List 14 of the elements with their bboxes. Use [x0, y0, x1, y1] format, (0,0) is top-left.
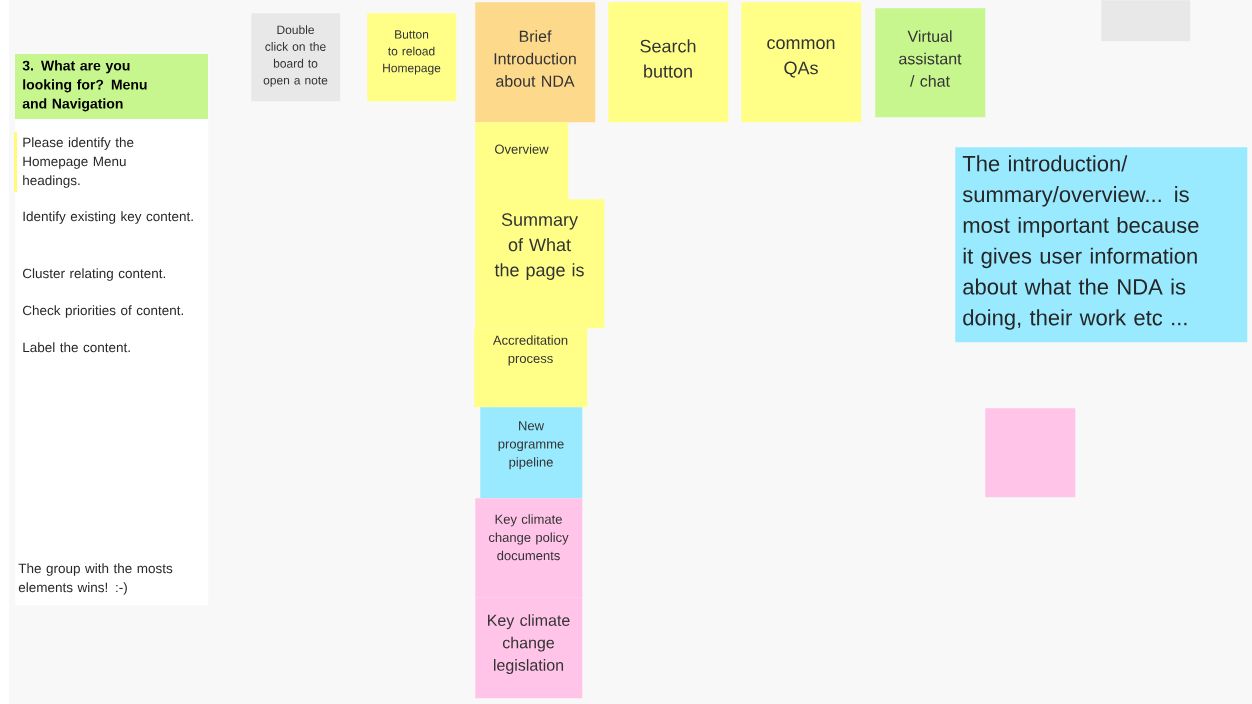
sticky-note: Button to reload Homepage	[367, 13, 457, 102]
instruction-card: 3. What are you looking for? Menu and Navigation Please identify the Homepage Menu headings. Identify existing key content. Cluster relating content. Check priorities of content. Label the content. The group with the mosts elements wins! :-)	[14, 54, 209, 606]
sticky-note: Double click on the board to open a note	[251, 13, 341, 102]
sticky-note: The introduction/ summary/overview... is most important because it gives user information about what the NDA is doing, their work etc ...	[955, 147, 1248, 343]
sticky-note: Key climate change legislation	[475, 597, 583, 699]
sticky-note: New programme pipeline	[480, 407, 583, 499]
sticky-note: Key climate change policy documents	[475, 498, 583, 598]
sticky-note: common QAs	[741, 2, 862, 123]
sticky-note: Search button	[608, 2, 729, 123]
blank-note	[985, 408, 1076, 498]
sticky-note: Accreditation process	[474, 328, 588, 408]
sticky-note: Virtual assistant / chat	[875, 8, 986, 118]
sticky-note: Overview	[475, 122, 569, 201]
sticky-note: Brief Introduction about NDA	[475, 2, 596, 123]
